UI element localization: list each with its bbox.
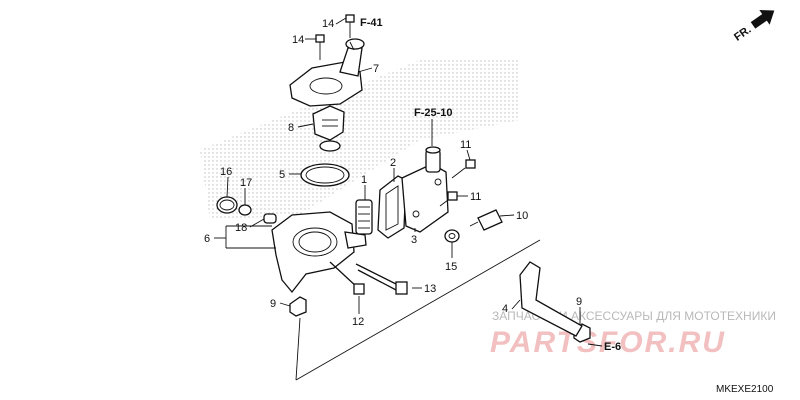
part-8-thermostat	[312, 105, 345, 152]
leader-lines	[214, 17, 603, 381]
label-part-7: 7	[373, 63, 379, 75]
part-15-washer	[444, 229, 460, 243]
part-14-bolt-upper	[345, 14, 355, 38]
label-part-2: 2	[390, 157, 396, 169]
direction-arrow: FR.	[732, 9, 775, 44]
label-part-11-lower: 11	[470, 191, 481, 203]
dotted-shading	[200, 60, 520, 220]
label-part-9-left: 9	[270, 298, 276, 310]
part-17-ring	[238, 204, 252, 216]
label-part-10: 10	[516, 210, 528, 222]
part-18-dowel-pin	[263, 213, 277, 224]
label-part-14-left: 14	[292, 34, 304, 46]
ref-f2510: F-25-10	[414, 107, 453, 119]
part-7-thermostat-cover	[289, 38, 365, 107]
label-part-14-upper: 14	[322, 18, 334, 30]
label-part-15: 15	[445, 261, 457, 273]
part-12-bolt	[329, 261, 365, 295]
part-16-o-ring	[216, 196, 238, 214]
label-part-13: 13	[424, 283, 436, 295]
part-1-strainer	[355, 199, 373, 235]
part-3-joint-plate	[401, 146, 449, 233]
label-part-12: 12	[352, 316, 364, 328]
label-part-3: 3	[411, 234, 417, 246]
watermark-brand: PARTSFOR.RU	[490, 326, 726, 359]
label-part-16: 16	[220, 166, 232, 178]
label-part-8: 8	[288, 122, 294, 134]
ref-f41: F-41	[360, 17, 383, 29]
part-4-hose	[519, 261, 583, 337]
diagram-code: MKEXE2100	[716, 384, 774, 395]
label-part-17: 17	[240, 177, 252, 189]
arrow-right-icon	[750, 9, 775, 29]
label-part-4: 4	[502, 303, 508, 315]
direction-label: FR.	[732, 24, 753, 44]
label-part-18: 18	[235, 222, 247, 234]
label-part-11-upper: 11	[460, 139, 471, 151]
ref-e6: E-6	[604, 341, 621, 353]
part-5-o-ring	[300, 163, 350, 187]
part-2-gasket	[377, 175, 407, 239]
label-part-9-right: 9	[576, 296, 582, 308]
label-part-6: 6	[204, 233, 210, 245]
part-13-bolt	[355, 263, 408, 295]
part-9-clamp-left	[289, 296, 307, 317]
part-6-housing	[271, 211, 367, 294]
part-10-sensor	[469, 209, 503, 231]
part-14-bolt-left	[315, 34, 325, 60]
part-11-bolt-upper	[451, 159, 476, 179]
label-part-5: 5	[279, 169, 285, 181]
label-part-1: 1	[361, 174, 367, 186]
